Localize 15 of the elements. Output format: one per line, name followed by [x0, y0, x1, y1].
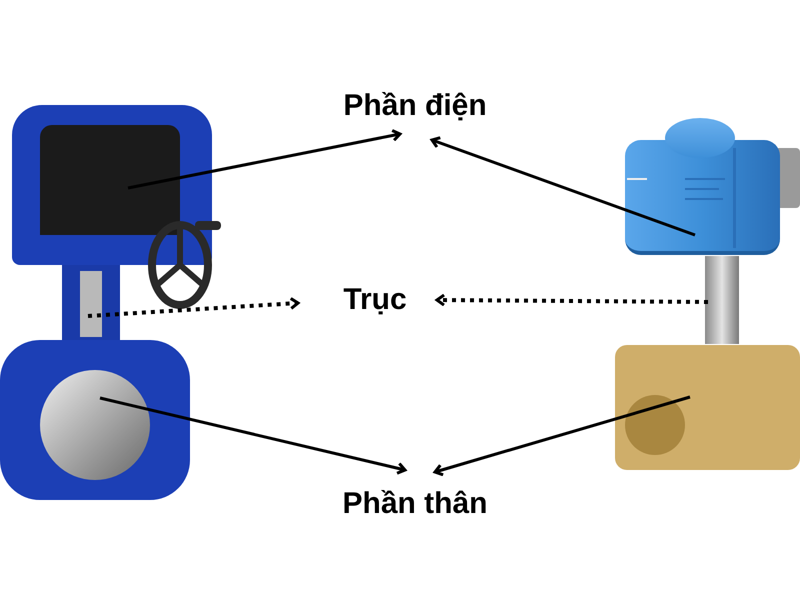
- valve-shaft-drawing: [62, 265, 120, 343]
- solenoid-coil-drawing: [625, 118, 800, 255]
- arrow: [100, 396, 406, 475]
- arrow: [430, 136, 696, 236]
- part-label: Trục: [320, 278, 430, 320]
- actuator-housing-drawing: [12, 105, 212, 265]
- dotted-arrow: [88, 296, 300, 318]
- dotted-arrow: [436, 294, 708, 307]
- brass-valve-body-drawing: [615, 345, 800, 470]
- arrow: [128, 128, 402, 190]
- arrow: [434, 396, 690, 476]
- valve-body-drawing: [0, 340, 190, 500]
- part-label: Phần thân: [320, 482, 510, 524]
- solenoid-stem-drawing: [705, 256, 739, 344]
- part-label: Phần điện: [320, 84, 510, 126]
